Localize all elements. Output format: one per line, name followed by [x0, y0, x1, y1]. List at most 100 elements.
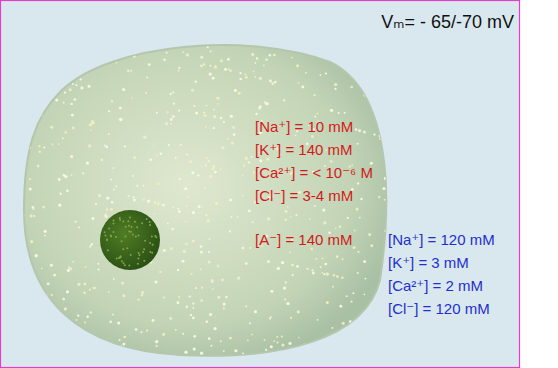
granule [309, 37, 311, 39]
granule [388, 56, 391, 59]
nucleus-granule [137, 263, 139, 265]
granule [207, 219, 210, 222]
granule [213, 327, 216, 330]
granule [249, 322, 251, 324]
granule [133, 196, 135, 198]
granule [112, 167, 114, 169]
granule [190, 314, 192, 316]
granule [92, 122, 95, 125]
granule [44, 48, 46, 50]
granule [186, 305, 188, 307]
granule [169, 317, 172, 320]
granule [119, 339, 121, 341]
granule [115, 186, 117, 188]
granule [84, 354, 86, 356]
granule [384, 308, 386, 310]
granule [23, 141, 26, 144]
granule [163, 249, 166, 252]
granule [223, 350, 225, 352]
granule [58, 143, 60, 145]
granule [291, 57, 293, 59]
granule [360, 198, 362, 200]
granule [371, 312, 374, 315]
granule [24, 320, 27, 323]
granule [316, 113, 318, 115]
granule [28, 146, 31, 149]
granule [207, 46, 209, 48]
granule [95, 203, 97, 205]
nucleus-granule [149, 242, 151, 244]
frame [1, 1, 520, 368]
nucleus-granule [108, 228, 110, 230]
granule [155, 345, 157, 347]
granule [137, 298, 139, 300]
granule [330, 109, 333, 112]
granule [378, 196, 380, 198]
granule [105, 146, 108, 149]
granule [131, 359, 133, 361]
granule [201, 206, 203, 208]
granule [320, 37, 322, 39]
extracellular-concentration: [Cl⁻] = 120 mM [388, 300, 490, 318]
nucleus-granule [115, 236, 117, 238]
granule [382, 187, 385, 190]
granule [390, 87, 393, 90]
granule [220, 340, 222, 342]
granule [292, 47, 295, 50]
granule [326, 301, 329, 304]
granule [220, 117, 222, 119]
granule [184, 187, 187, 190]
granule [135, 43, 137, 45]
nucleus-granule [113, 231, 115, 233]
granule [41, 44, 44, 47]
nucleus-granule [136, 226, 138, 228]
granule [264, 359, 266, 361]
granule [77, 283, 80, 286]
granule [334, 83, 337, 86]
granule [105, 341, 107, 343]
granule [88, 144, 91, 147]
granule [364, 293, 366, 295]
granule [253, 171, 255, 173]
granule [52, 143, 54, 145]
granule [21, 279, 24, 282]
granule [186, 53, 189, 56]
granule [284, 299, 286, 301]
granule [326, 272, 329, 275]
granule [20, 352, 23, 355]
intracellular-concentration: [Ca²⁺] = < 10⁻⁶ M [255, 164, 373, 182]
granule [357, 251, 359, 253]
granule [70, 155, 73, 158]
granule [33, 215, 35, 217]
granule [229, 230, 231, 232]
granule [113, 278, 115, 280]
granule [143, 136, 146, 139]
granule [251, 53, 254, 56]
granule [52, 69, 55, 72]
granule [230, 115, 233, 118]
granule [273, 30, 275, 32]
granule [226, 355, 229, 358]
granule [166, 52, 168, 54]
granule [204, 114, 207, 117]
granule [55, 99, 58, 102]
granule [273, 340, 275, 342]
granule [297, 310, 300, 313]
granule [206, 105, 208, 107]
granule [141, 331, 143, 333]
granule [268, 32, 270, 34]
granule [26, 84, 28, 86]
granule [177, 269, 179, 271]
granule [191, 89, 194, 92]
granule [228, 68, 230, 70]
granule [185, 221, 187, 223]
granule [203, 63, 205, 65]
granule [283, 99, 285, 101]
granule [353, 246, 356, 249]
granule [206, 320, 209, 323]
granule [200, 64, 203, 67]
granule [208, 160, 211, 163]
granule [19, 190, 21, 192]
granule [394, 32, 396, 34]
granule [21, 313, 24, 316]
